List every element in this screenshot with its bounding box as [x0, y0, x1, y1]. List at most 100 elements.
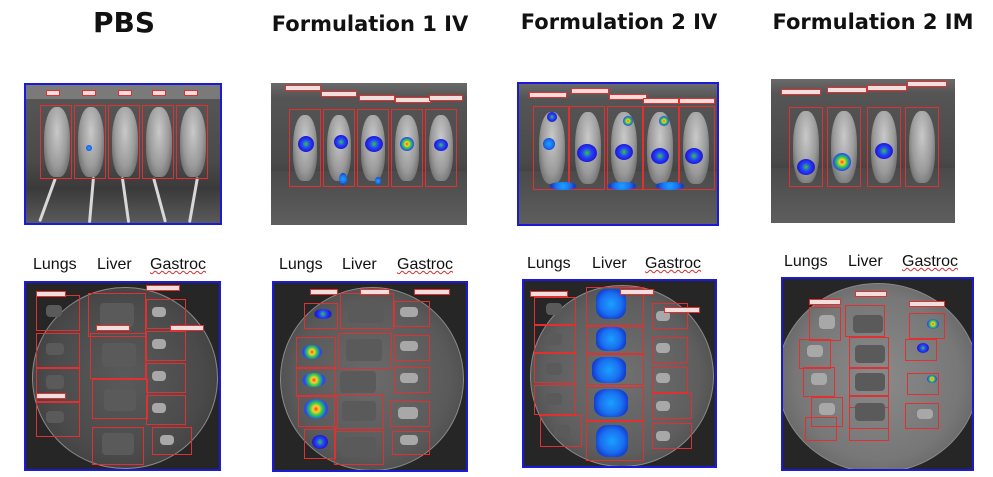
- roi-box: [652, 367, 688, 393]
- roi-box: [586, 353, 644, 385]
- mouse-tail: [188, 177, 199, 223]
- pbs-whole-body-image: [24, 83, 222, 225]
- gastroc-tissue: [398, 407, 418, 419]
- roi-box: [799, 339, 831, 369]
- roi-box: [90, 333, 146, 379]
- formulation-2-iv-organ-tray-image: [522, 279, 717, 468]
- signal-spot: [685, 148, 703, 164]
- signal-spot: [615, 144, 633, 160]
- roi-box: [298, 395, 338, 427]
- liver-tissue: [853, 315, 883, 333]
- signal-spot: [339, 173, 347, 185]
- roi-tag: [359, 95, 395, 101]
- roi-box: [146, 331, 186, 361]
- roi-box: [394, 301, 430, 327]
- roi-tag: [395, 97, 431, 103]
- liver-tissue: [340, 371, 376, 393]
- signal-spot: [607, 182, 637, 190]
- roi-tag: [170, 325, 204, 331]
- roi-tag: [855, 291, 887, 297]
- label-liver: Liver: [97, 256, 132, 273]
- formulation-1-iv-organ-tray-image: [272, 281, 468, 472]
- roi-tag: [909, 301, 945, 307]
- signal-spot: [623, 116, 633, 126]
- gastroc-tissue: [400, 373, 418, 383]
- roi-tag: [321, 91, 357, 97]
- roi-tag: [285, 85, 321, 91]
- mouse: [180, 107, 206, 177]
- gastroc-tissue: [152, 307, 166, 317]
- roi-box: [146, 299, 186, 329]
- label-lungs: Lungs: [784, 253, 828, 270]
- gastroc-tissue: [400, 341, 418, 351]
- roi-box: [534, 353, 576, 383]
- roi-box: [905, 107, 939, 187]
- roi-tag: [781, 89, 821, 95]
- roi-box: [849, 367, 889, 397]
- label-lungs: Lungs: [527, 255, 571, 272]
- mouse-tail: [88, 176, 95, 223]
- roi-tag: [118, 90, 132, 96]
- roi-tag: [620, 289, 654, 295]
- roi-box: [679, 106, 715, 190]
- signal-spot: [577, 144, 597, 162]
- roi-box: [909, 313, 945, 339]
- signal-spot: [302, 373, 326, 387]
- roi-box: [334, 395, 384, 429]
- roi-box: [392, 431, 430, 455]
- roi-box: [652, 423, 692, 449]
- roi-tag: [827, 87, 867, 93]
- label-lungs: Lungs: [279, 256, 323, 273]
- roi-box: [88, 293, 146, 337]
- roi-box: [569, 106, 605, 190]
- signal-spot: [434, 139, 448, 151]
- roi-box: [152, 427, 192, 455]
- roi-box: [74, 105, 106, 179]
- liver-signal: [592, 357, 626, 383]
- signal-spot: [314, 309, 332, 319]
- roi-box: [643, 106, 679, 190]
- lung-tissue: [546, 333, 562, 345]
- liver-tissue: [342, 401, 376, 421]
- roi-box: [845, 305, 885, 337]
- lung-tissue: [546, 363, 562, 375]
- lung-tissue: [811, 373, 827, 385]
- signal-spot: [833, 153, 851, 171]
- label-gastroc: Gastroc: [645, 255, 702, 272]
- signal-spot: [86, 145, 92, 151]
- gastroc-tissue: [917, 409, 933, 419]
- lung-tissue: [807, 345, 823, 357]
- column-title-formulation-2-iv: Formulation 2 IV: [520, 10, 718, 34]
- roi-box: [36, 367, 80, 403]
- liver-tissue: [855, 403, 885, 421]
- signal-spot: [651, 148, 669, 164]
- lung-tissue: [819, 403, 835, 415]
- roi-box: [805, 417, 837, 441]
- roi-tag: [146, 285, 180, 291]
- signal-spot: [797, 159, 815, 175]
- mouse: [146, 107, 172, 177]
- roi-box: [296, 367, 336, 397]
- gastroc-tissue: [152, 403, 166, 413]
- roi-box: [534, 297, 576, 325]
- label-liver: Liver: [848, 253, 883, 270]
- roi-box: [803, 367, 835, 397]
- signal-spot: [375, 177, 381, 185]
- lung-tissue: [46, 343, 64, 355]
- column-title-formulation-2-im: Formulation 2 IM: [772, 10, 974, 34]
- roi-box: [36, 333, 80, 369]
- signal-spot: [334, 135, 348, 149]
- signal-spot: [312, 435, 328, 449]
- roi-box: [849, 337, 889, 369]
- roi-box: [391, 109, 423, 187]
- roi-box: [534, 385, 576, 415]
- liver-tissue: [855, 345, 885, 363]
- mouse: [909, 111, 935, 183]
- liver-tissue: [348, 301, 384, 323]
- roi-box: [652, 337, 688, 363]
- roi-box: [534, 325, 576, 353]
- roi-box: [92, 379, 148, 419]
- label-lungs: Lungs: [33, 256, 77, 273]
- roi-box: [92, 427, 144, 465]
- roi-box: [789, 107, 823, 187]
